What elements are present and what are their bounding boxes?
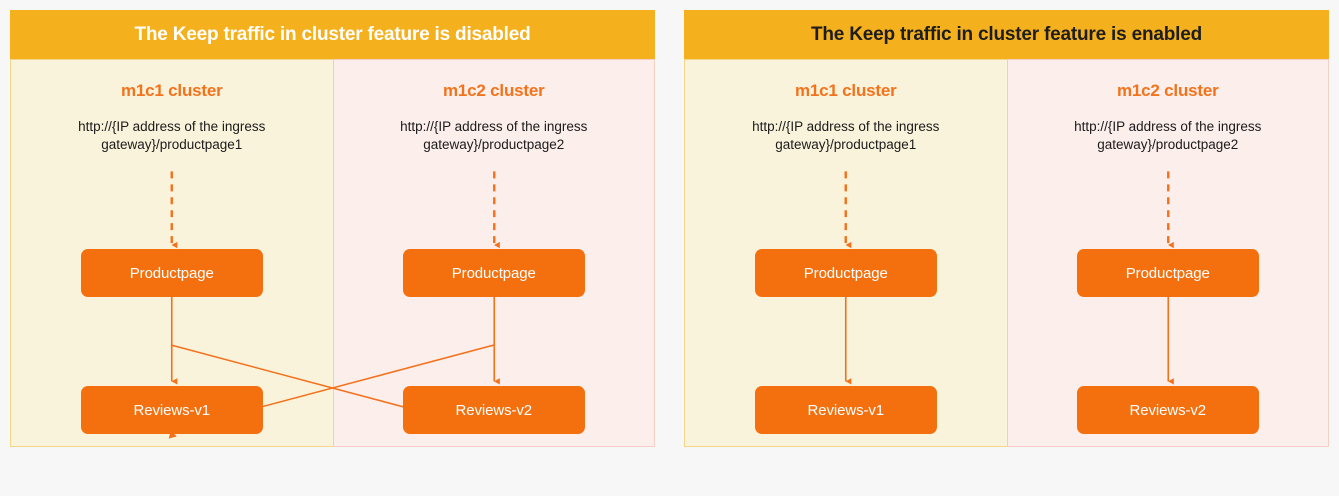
- node-reviews[interactable]: Reviews-v2: [1076, 386, 1259, 434]
- panel-body: m1c1 cluster http://{IP address of the i…: [684, 59, 1329, 447]
- node-productpage[interactable]: Productpage: [1076, 249, 1259, 297]
- panel-header: The Keep traffic in cluster feature is d…: [10, 10, 655, 59]
- node-label: Reviews-v2: [455, 401, 533, 419]
- node-label: Reviews-v1: [807, 401, 885, 419]
- cluster-m1c1: m1c1 cluster http://{IP address of the i…: [10, 59, 333, 447]
- cluster-m1c2: m1c2 cluster http://{IP address of the i…: [1006, 59, 1329, 447]
- diagram-canvas: The Keep traffic in cluster feature is d…: [10, 10, 1329, 447]
- panel-body: m1c1 cluster http://{IP address of the i…: [10, 59, 655, 447]
- cluster-m1c1: m1c1 cluster http://{IP address of the i…: [684, 59, 1007, 447]
- ingress-url-text: http://{IP address of the ingress gatewa…: [752, 119, 940, 152]
- cluster-label: m1c1 cluster: [120, 81, 223, 100]
- node-label: Reviews-v1: [133, 401, 211, 419]
- node-label: Productpage: [451, 264, 536, 282]
- cluster-label: m1c2 cluster: [442, 81, 545, 100]
- ingress-url-text: http://{IP address of the ingress gatewa…: [1074, 119, 1262, 152]
- node-productpage[interactable]: Productpage: [754, 249, 937, 297]
- cluster-m1c2: m1c2 cluster http://{IP address of the i…: [332, 59, 655, 447]
- node-reviews[interactable]: Reviews-v2: [402, 386, 585, 434]
- node-productpage[interactable]: Productpage: [402, 249, 585, 297]
- node-productpage[interactable]: Productpage: [80, 249, 263, 297]
- node-reviews[interactable]: Reviews-v1: [754, 386, 937, 434]
- ingress-url-text: http://{IP address of the ingress gatewa…: [78, 119, 266, 152]
- node-label: Reviews-v2: [1129, 401, 1207, 419]
- cluster-label: m1c1 cluster: [794, 81, 897, 100]
- ingress-url-text: http://{IP address of the ingress gatewa…: [400, 119, 588, 152]
- node-label: Productpage: [1125, 264, 1210, 282]
- panel-keep-traffic-enabled: The Keep traffic in cluster feature is e…: [684, 10, 1329, 447]
- node-reviews[interactable]: Reviews-v1: [80, 386, 263, 434]
- node-label: Productpage: [803, 264, 888, 282]
- panel-keep-traffic-disabled: The Keep traffic in cluster feature is d…: [10, 10, 655, 447]
- node-label: Productpage: [129, 264, 214, 282]
- cluster-label: m1c2 cluster: [1116, 81, 1219, 100]
- panel-header: The Keep traffic in cluster feature is e…: [684, 10, 1329, 59]
- panel-title: The Keep traffic in cluster feature is e…: [811, 23, 1202, 45]
- panel-title: The Keep traffic in cluster feature is d…: [134, 23, 531, 45]
